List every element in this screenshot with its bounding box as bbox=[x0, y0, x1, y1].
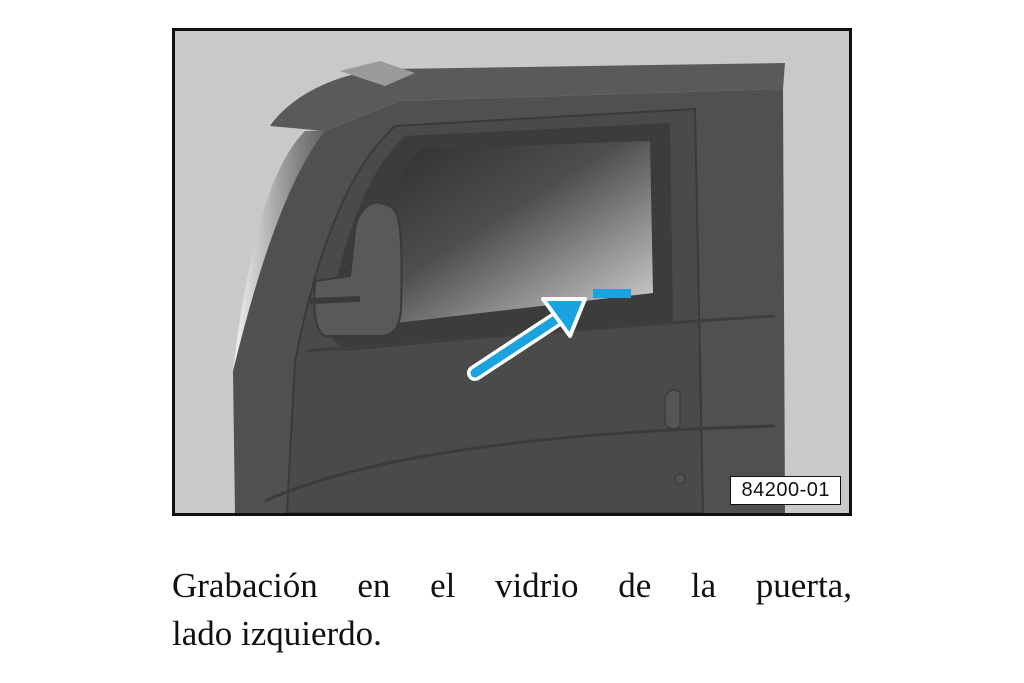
caption-word: en bbox=[357, 566, 391, 605]
caption-word: vidrio bbox=[494, 566, 579, 605]
engraving-marker bbox=[593, 289, 631, 298]
figure-code-label: 84200-01 bbox=[730, 476, 841, 505]
figure-panel: 84200-01 bbox=[172, 28, 852, 516]
caption-line-1: Grabación en el vidrio de la puerta, bbox=[172, 562, 852, 610]
pointer-arrow-icon bbox=[467, 297, 587, 381]
caption-word: el bbox=[430, 566, 456, 605]
truck-cab-illustration bbox=[175, 31, 849, 513]
figure-caption: Grabación en el vidrio de la puerta, lad… bbox=[172, 562, 852, 658]
caption-line-2: lado izquierdo. bbox=[172, 614, 382, 653]
caption-word: de bbox=[618, 566, 652, 605]
caption-word: Grabación bbox=[172, 566, 318, 605]
caption-word: la bbox=[690, 566, 717, 605]
caption-word: puerta, bbox=[755, 566, 852, 605]
